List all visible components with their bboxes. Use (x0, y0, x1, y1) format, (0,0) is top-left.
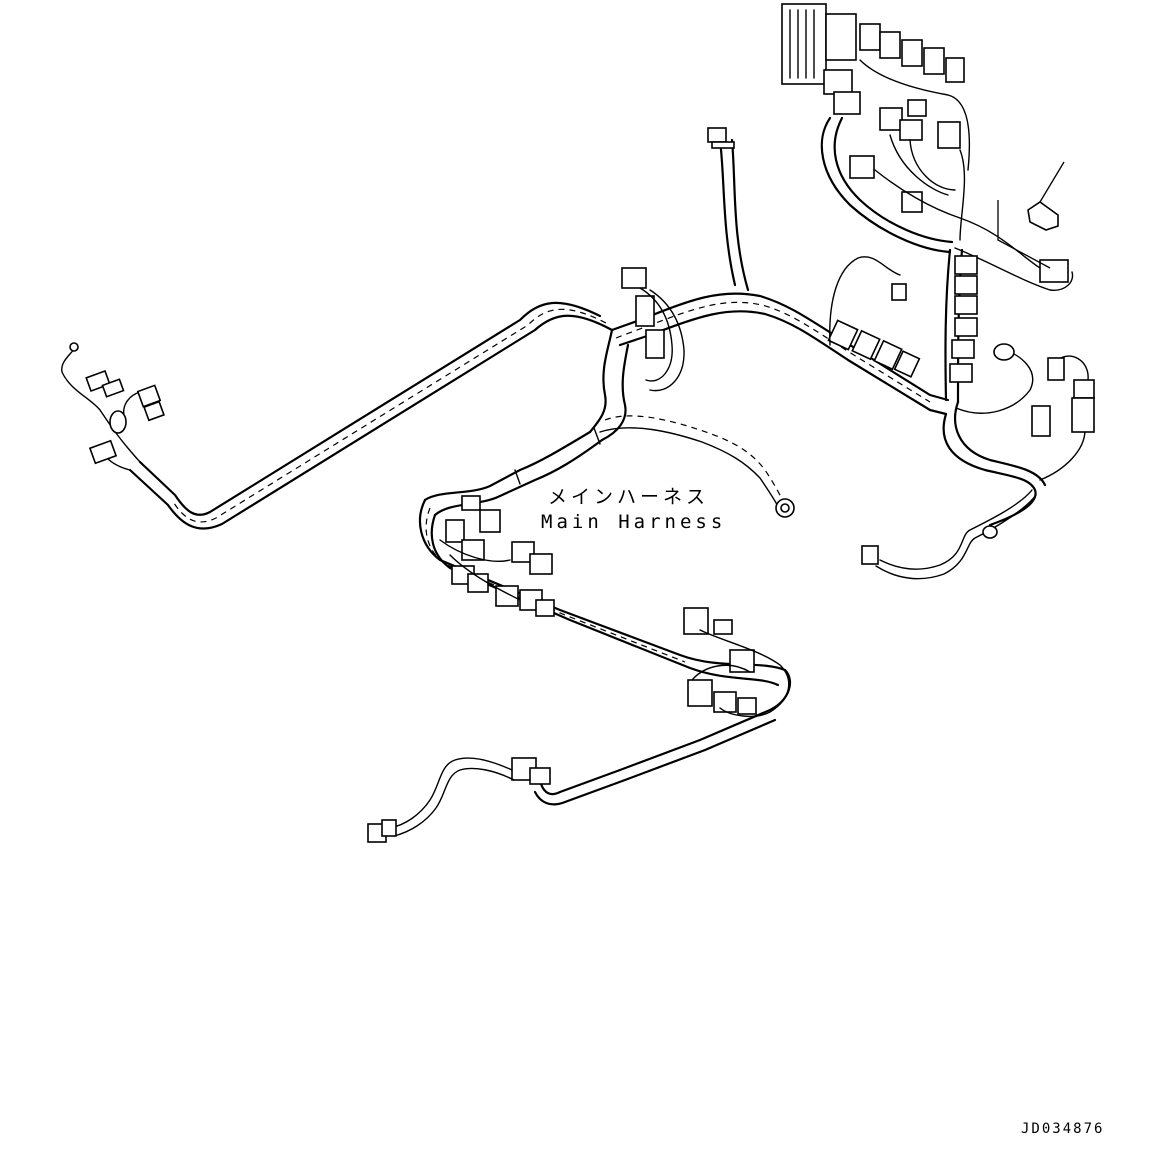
left-branch (61, 301, 614, 530)
right-branch (861, 343, 1095, 580)
main-trunk (610, 127, 950, 416)
central-section (423, 267, 795, 518)
harness-label-japanese: メインハーネス (548, 486, 710, 508)
fuse-box-area (781, 3, 1074, 404)
lower-harness (367, 495, 792, 843)
harness-label-english: Main Harness (541, 511, 727, 533)
drawing-id: JD034876 (1021, 1121, 1105, 1137)
